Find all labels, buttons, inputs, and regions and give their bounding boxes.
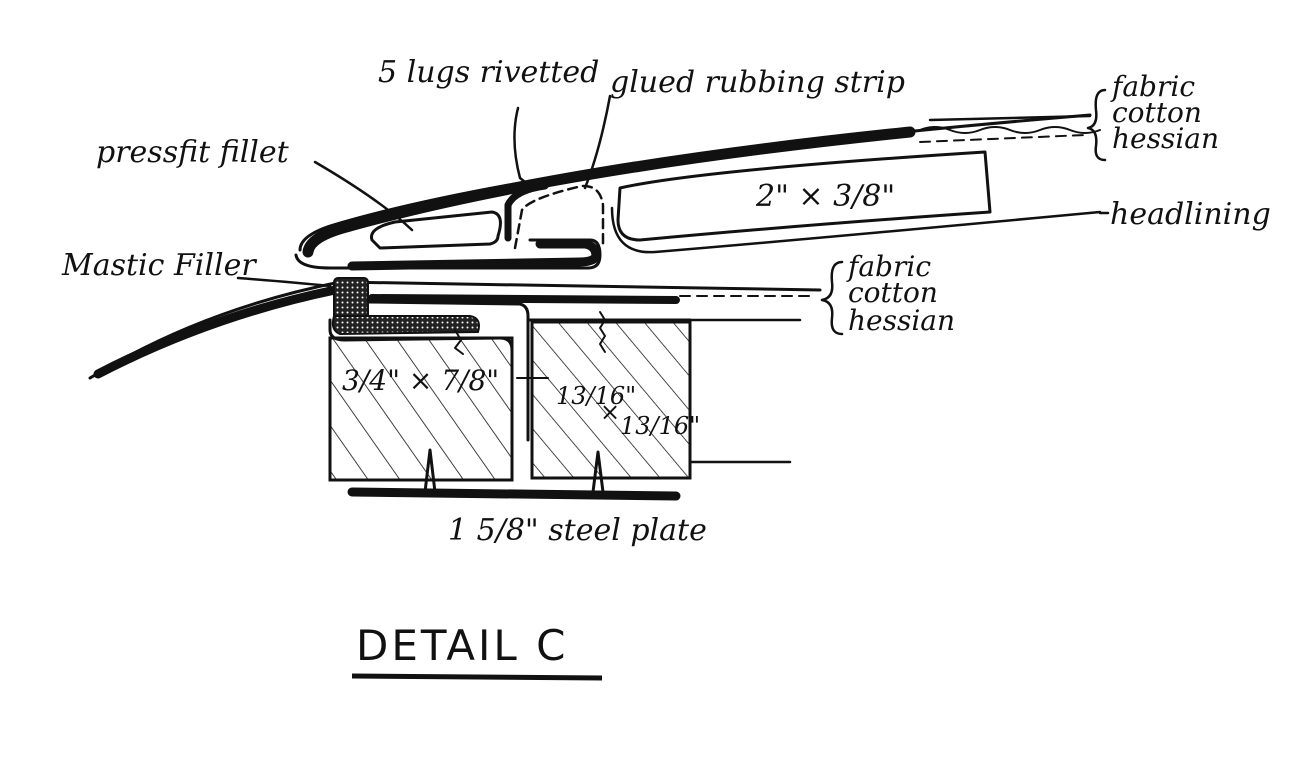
- label-rubbing-strip: glued rubbing strip: [610, 65, 905, 100]
- title-underline: [351, 673, 603, 681]
- label-headlining: headlining: [1110, 197, 1271, 232]
- label-left-timber: 3/4" × 7/8": [342, 364, 499, 397]
- lower-layer-3: hessian: [848, 304, 955, 337]
- headlining: [610, 206, 1102, 254]
- roof-skin: [294, 113, 1101, 271]
- pressfit-fillet: [370, 182, 549, 250]
- right-timber: [530, 320, 792, 480]
- label-right-timber-top: 13/16": [556, 382, 636, 410]
- left-timber: [328, 336, 514, 482]
- lower-layer-1: fabric: [846, 250, 931, 283]
- label-right-timber-bottom: 13/16": [620, 412, 700, 440]
- detail-title: DETAIL C: [356, 621, 568, 670]
- steel-plate: [347, 487, 681, 501]
- label-steel-plate: 1 5/8" steel plate: [448, 513, 707, 548]
- rubbing-strip: [513, 184, 605, 250]
- lower-channel: [88, 277, 822, 442]
- upper-layer-2: cotton: [1112, 96, 1202, 129]
- label-upper-timber: 2" × 3/8": [755, 179, 895, 214]
- label-right-timber-x: ×: [600, 398, 620, 426]
- label-mastic-filler: Mastic Filler: [61, 248, 257, 283]
- lower-layer-2: cotton: [848, 276, 938, 309]
- label-lugs: 5 lugs rivetted: [378, 55, 599, 90]
- upper-timber: [616, 150, 992, 242]
- leader-lines: [236, 88, 1110, 336]
- label-pressfit-fillet: pressfit fillet: [96, 135, 290, 170]
- upper-layer-3: hessian: [1112, 122, 1219, 155]
- upper-layer-1: fabric: [1110, 70, 1195, 103]
